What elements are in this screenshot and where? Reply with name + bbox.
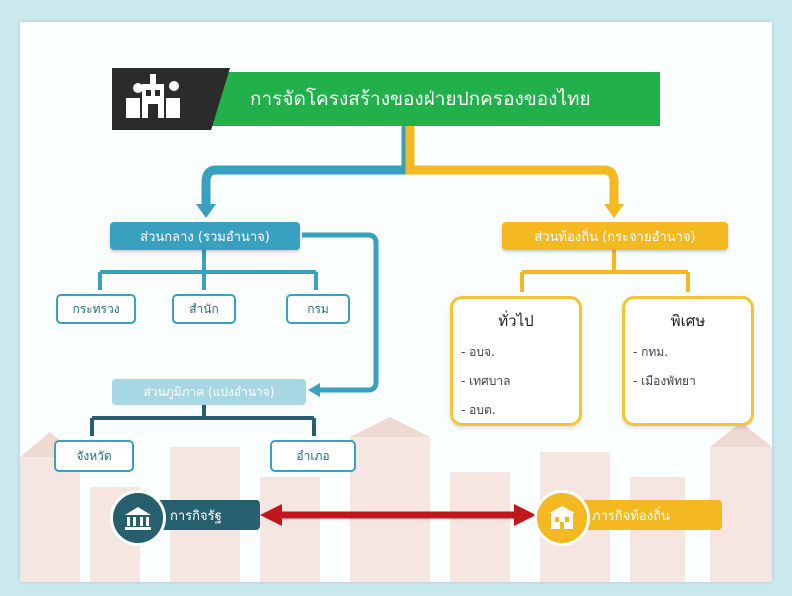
slide: การจัดโครงสร้างของฝ่ายปกครองของไทย ส่วนก… [20, 22, 772, 582]
connector-lines [90, 126, 690, 526]
local-administration-box: ส่วนท้องถิ่น (กระจายอำนาจ) [502, 222, 728, 250]
special-local-list: - กทม. - เมืองพัทยา [633, 343, 751, 391]
office-box: สำนัก [172, 294, 236, 324]
list-item: - อบต. [461, 403, 496, 417]
general-local-list: - อบจ. - เทศบาล - อบต. [461, 343, 579, 420]
list-item: - อบจ. [461, 345, 495, 359]
town-hall-icon [534, 490, 590, 546]
central-administration-box: ส่วนกลาง (รวมอำนาจ) [110, 222, 300, 250]
list-item: - กทม. [633, 345, 669, 359]
list-item: - เทศบาล [461, 374, 511, 388]
district-box: อำเภอ [270, 440, 356, 472]
special-local-card: พิเศษ - กทม. - เมืองพัทยา [622, 296, 754, 426]
ministry-box: กระทรวง [56, 294, 136, 324]
parliament-icon [110, 490, 166, 546]
general-local-card: ทั่วไป - อบจ. - เทศบาล - อบต. [450, 296, 582, 426]
list-item: - เมืองพัทยา [633, 374, 696, 388]
department-box: กรม [286, 294, 350, 324]
government-building-icon [112, 68, 230, 130]
special-local-title: พิเศษ [670, 312, 706, 330]
province-box: จังหวัด [54, 440, 134, 472]
regional-administration-box: ส่วนภูมิภาค (แบ่งอำนาจ) [112, 379, 306, 405]
general-local-title: ทั่วไป [498, 312, 534, 330]
